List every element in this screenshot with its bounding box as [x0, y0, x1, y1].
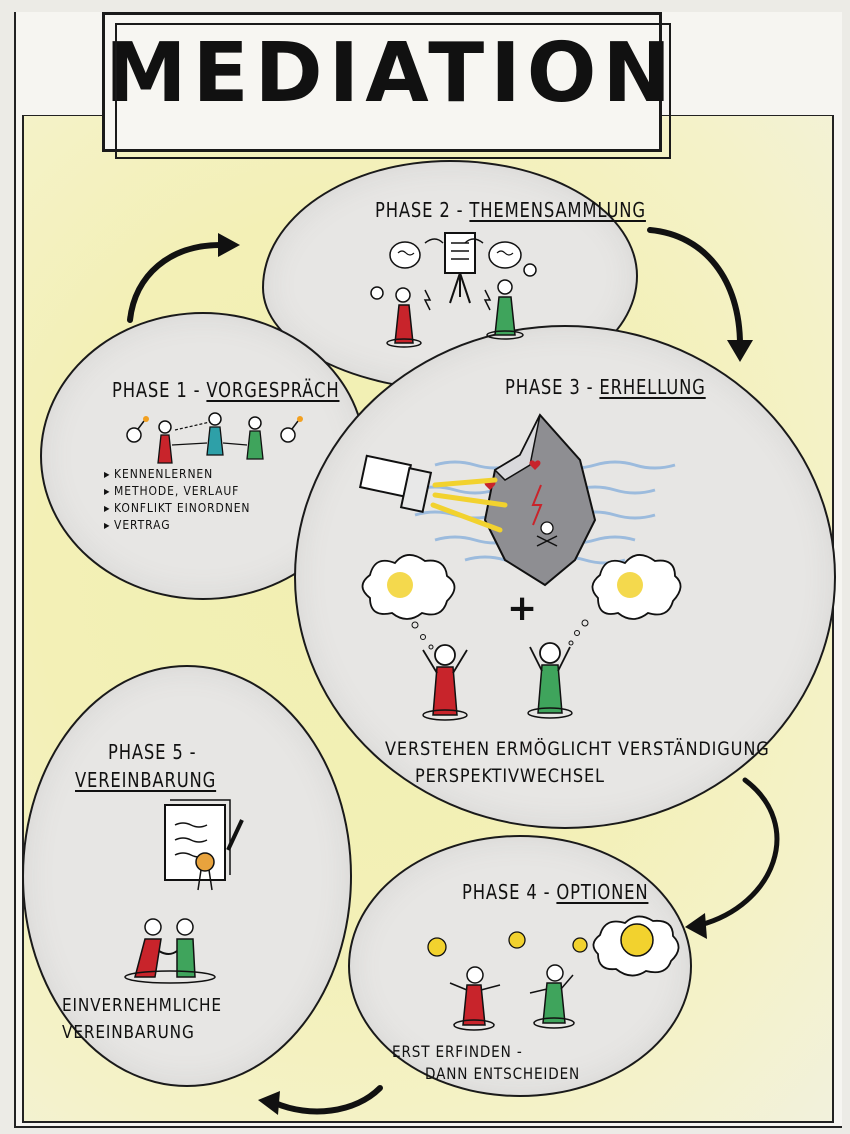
phase2-illustration [370, 232, 537, 348]
phase5-handshake-illustration [124, 918, 216, 984]
phase5-caption-line2: VEREINBARUNG [62, 1022, 195, 1043]
title-box: MEDIATION [102, 12, 678, 159]
phase1-title-main: VORGESPRÄCH [206, 378, 340, 402]
arrow-phase4-to-5 [258, 1085, 383, 1115]
phase1-title-prefix: PHASE 1 - [112, 378, 207, 402]
phase1-list-item: METHODE, VERLAUF [104, 483, 250, 500]
phase5-caption-line1: EINVERNEHMLICHE [62, 995, 222, 1016]
phase2-title-main: THEMENSAMMLUNG [469, 198, 646, 222]
phase3-caption-line2: PERSPEKTIVWECHSEL [415, 765, 605, 787]
phase3-title: PHASE 3 - ERHELLUNG [505, 375, 706, 399]
phase4-title: PHASE 4 - OPTIONEN [462, 880, 648, 904]
phase2-title-prefix: PHASE 2 - [375, 198, 470, 222]
phase3-title-prefix: PHASE 3 - [505, 375, 600, 399]
phase3-people-illustration [361, 554, 682, 721]
phase4-bubble [348, 835, 692, 1097]
phase4-caption-line2: DANN ENTSCHEIDEN [425, 1064, 581, 1083]
phase4-title-main: OPTIONEN [556, 880, 649, 904]
phase1-list: KENNENLERNEN METHODE, VERLAUF KONFLIKT E… [104, 466, 250, 534]
phase3-iceberg-illustration [358, 413, 676, 587]
poster-title: MEDIATION [105, 26, 678, 121]
phase5-title-line2: VEREINBARUNG [75, 768, 216, 792]
phase4-illustration [427, 915, 680, 1031]
arrow-phase2-to-3 [647, 227, 753, 362]
phase4-caption-line1: ERST ERFINDEN - [392, 1042, 523, 1061]
phase1-list-item: KENNENLERNEN [104, 466, 250, 483]
phase3-title-main: ERHELLUNG [599, 375, 706, 399]
phase5-title-line1: PHASE 5 - [108, 740, 197, 764]
phase4-title-prefix: PHASE 4 - [462, 880, 557, 904]
phase3-caption-line1: VERSTEHEN ERMÖGLICHT VERSTÄNDIGUNG [385, 738, 770, 760]
phase5-title-main: VEREINBARUNG [75, 768, 217, 792]
arrow-phase1-to-2 [127, 233, 240, 323]
phase5-contract-illustration [164, 799, 244, 891]
phase1-title: PHASE 1 - VORGESPRÄCH [112, 378, 339, 402]
arrow-phase3-to-4 [685, 777, 780, 939]
phase1-illustration [126, 412, 303, 464]
phase1-list-item: VERTRAG [104, 517, 250, 534]
phase1-list-item: KONFLIKT EINORDNEN [104, 500, 250, 517]
phase3-plus-sign: + [507, 588, 539, 629]
phase2-title: PHASE 2 - THEMENSAMMLUNG [375, 198, 646, 222]
